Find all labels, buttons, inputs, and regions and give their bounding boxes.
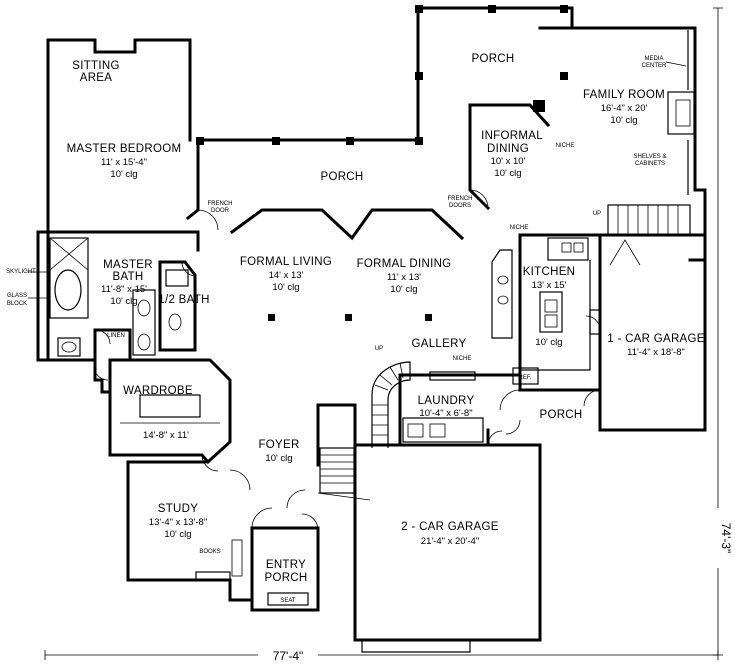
shelves-cabinets-note-2: CABINETS bbox=[635, 161, 665, 167]
family-room-ceiling: 10' clg bbox=[610, 115, 637, 126]
french-door-note-1: FRENCH bbox=[208, 201, 233, 207]
columns bbox=[196, 5, 568, 321]
stair-gallery bbox=[371, 361, 411, 448]
formal-living-size: 14' x 13' bbox=[269, 270, 304, 281]
wardrobe-size: 14'-8" x 11' bbox=[143, 430, 189, 441]
entry-porch-name-1: ENTRY bbox=[266, 559, 306, 571]
niche-gallery-note: NICHE bbox=[453, 356, 472, 362]
french-door-note-2: DOOR bbox=[211, 208, 230, 214]
shelves-cabinets-note-1: SHELVES & bbox=[634, 154, 667, 160]
glass-block-note-2: BLOCK bbox=[7, 301, 27, 307]
media-center-note-1: MEDIA bbox=[644, 56, 663, 62]
formal-dining-size: 11' x 13' bbox=[387, 272, 421, 283]
formal-living-name: FORMAL LIVING bbox=[240, 256, 332, 268]
laundry-size: 10'-4" x 6'-8" bbox=[419, 408, 472, 419]
master-bath-ceiling: 10' clg bbox=[110, 296, 137, 307]
formal-living-ceiling: 10' clg bbox=[272, 282, 299, 293]
overall-depth-mask bbox=[711, 508, 725, 568]
porch-top-label: PORCH bbox=[471, 53, 514, 65]
foyer-name: FOYER bbox=[258, 439, 299, 451]
porch-middle-label: PORCH bbox=[320, 171, 363, 183]
family-room-name: FAMILY ROOM bbox=[583, 89, 665, 101]
master-bedroom-size: 11' x 15'-4" bbox=[101, 157, 147, 168]
informal-dining-name-2: DINING bbox=[487, 143, 529, 155]
study-name: STUDY bbox=[158, 503, 199, 515]
study-ceiling: 10' clg bbox=[164, 529, 191, 540]
fixtures bbox=[28, 30, 695, 606]
french-doors-note-2: DOORS bbox=[449, 203, 471, 209]
ref-note: REF. bbox=[518, 375, 531, 381]
overall-width-mask bbox=[258, 648, 318, 662]
master-bedroom-name: MASTER BEDROOM bbox=[67, 143, 182, 155]
master-bath-name-1: MASTER bbox=[103, 259, 153, 271]
skylight-note: SKYLIGHT bbox=[6, 269, 36, 275]
overall-width: 77'-4" bbox=[273, 649, 304, 663]
french-doors-note-1: FRENCH bbox=[448, 196, 473, 202]
two-car-garage-name: 2 - CAR GARAGE bbox=[401, 521, 499, 533]
one-car-garage-size: 11'-4" x 18'-8" bbox=[627, 347, 685, 358]
linen-note: LINEN bbox=[107, 333, 125, 339]
study-size: 13'-4" x 13'-8" bbox=[149, 517, 207, 528]
overall-depth: 74'-3" bbox=[719, 523, 733, 554]
wardrobe-name: WARDROBE bbox=[123, 385, 193, 397]
bay-walls bbox=[229, 208, 465, 241]
entry-porch-name-2: PORCH bbox=[264, 572, 307, 584]
one-car-garage-name: 1 - CAR GARAGE bbox=[607, 333, 705, 345]
up-note-gallery: UP bbox=[375, 346, 383, 352]
sitting-area-label-1: SITTING bbox=[72, 60, 119, 72]
note-labels: MEDIA CENTER NICHE SHELVES & CABINETS FR… bbox=[6, 56, 687, 604]
media-center-note-2: CENTER bbox=[642, 63, 667, 69]
garage-openings bbox=[355, 429, 705, 653]
room-labels: SITTING AREA MASTER BEDROOM 11' x 15'-4"… bbox=[67, 53, 705, 584]
kitchen-size: 13' x 15' bbox=[532, 280, 567, 291]
glass-block-note-1: GLASS bbox=[7, 293, 27, 299]
family-room-size: 16'-4" x 20' bbox=[601, 103, 648, 114]
porch-side-label: PORCH bbox=[539, 409, 582, 421]
two-car-garage-size: 21'-4" x 20'-4" bbox=[421, 536, 479, 547]
stair-foyer bbox=[317, 447, 371, 501]
niche-informal-note: NICHE bbox=[556, 143, 575, 149]
doors bbox=[93, 189, 601, 531]
niche-dining-note: NICHE bbox=[510, 225, 529, 231]
gallery-label: GALLERY bbox=[412, 338, 467, 350]
stair-kitchen bbox=[607, 204, 691, 266]
books-note: BOOKS bbox=[199, 549, 220, 555]
formal-dining-name: FORMAL DINING bbox=[357, 258, 452, 270]
master-bath-size: 11'-8" x 15' bbox=[101, 284, 147, 295]
seat-note: SEAT bbox=[280, 598, 296, 604]
half-bath-label: 1/2 BATH bbox=[158, 294, 209, 306]
sitting-area-label-2: AREA bbox=[80, 72, 113, 84]
foyer-ceiling: 10' clg bbox=[265, 453, 292, 464]
laundry-name: LAUNDRY bbox=[418, 395, 475, 407]
overall-dimensions: 77'-4" 74'-3" bbox=[258, 508, 733, 663]
informal-dining-name-1: INFORMAL bbox=[481, 130, 543, 142]
kitchen-ceiling: 10' clg bbox=[535, 337, 562, 348]
media-center-leader bbox=[665, 61, 687, 67]
up-note-kitchen: UP bbox=[593, 211, 601, 217]
formal-dining-ceiling: 10' clg bbox=[390, 284, 417, 295]
master-bath-name-2: BATH bbox=[112, 271, 143, 283]
informal-dining-size: 10' x 10' bbox=[491, 156, 526, 167]
informal-dining-ceiling: 10' clg bbox=[494, 168, 521, 179]
master-bedroom-ceiling: 10' clg bbox=[110, 169, 137, 180]
kitchen-name: KITCHEN bbox=[523, 266, 576, 278]
